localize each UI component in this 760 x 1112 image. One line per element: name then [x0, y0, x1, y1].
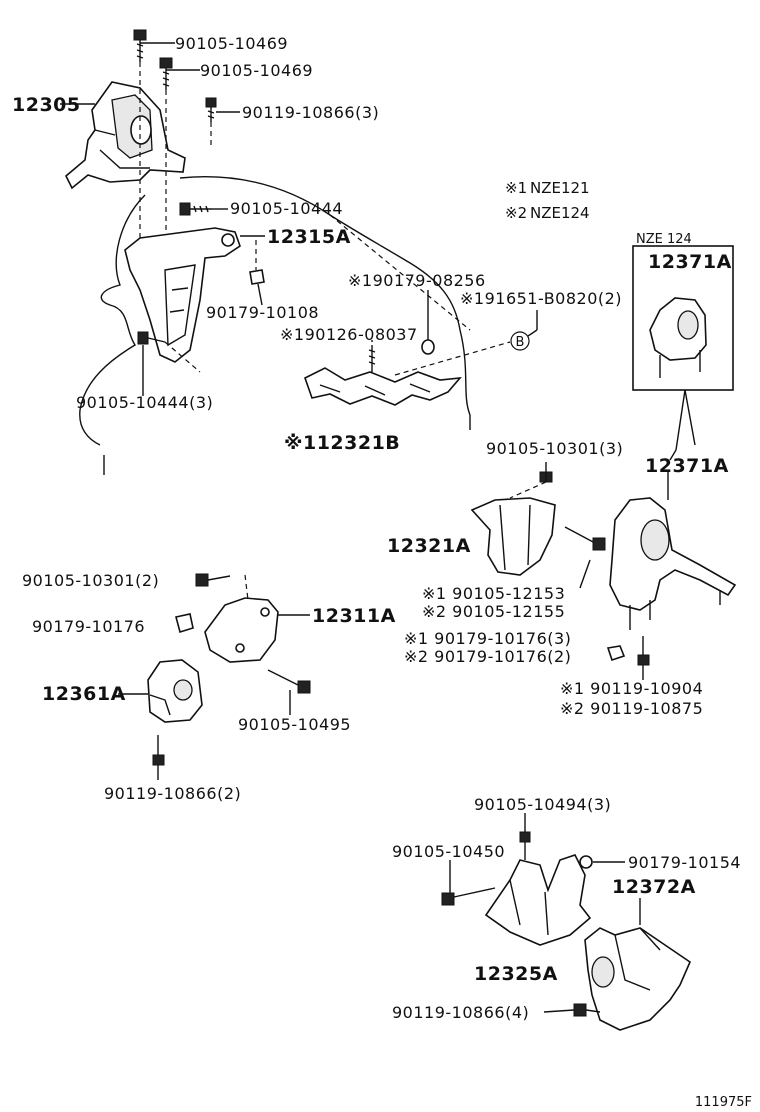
- label-90119-10904: ※1 90119-10904: [560, 679, 703, 698]
- label-90119-10866-2: 90119-10866(2): [104, 784, 241, 803]
- nut-90179-10108: [249, 269, 265, 285]
- stud-90126-08037: [368, 345, 376, 372]
- bolt-90119-10866-mid: [152, 735, 165, 766]
- label-12305: 12305: [12, 94, 81, 116]
- bolt-90105-10469-a: [133, 29, 147, 62]
- label-12315A: 12315A: [267, 226, 351, 248]
- mount-12371A: [609, 497, 737, 630]
- note-1-mark: ※1: [505, 179, 527, 197]
- bracket-12315A: [124, 227, 241, 363]
- label-90105-10495: 90105-10495: [238, 715, 351, 734]
- label-12325A: 12325A: [474, 963, 558, 985]
- label-12321A: 12321A: [387, 535, 471, 557]
- bolt-90105-10444-lower: [137, 331, 166, 345]
- label-12371A-inset: 12371A: [648, 251, 732, 273]
- label-90105-10444-3: 90105-10444(3): [76, 393, 213, 412]
- bolt-90119-10866-bottom: [573, 1003, 601, 1017]
- bolt-90119-10866-top: [205, 97, 217, 122]
- mount-12372A: [584, 927, 691, 1031]
- label-90126-08037: ※190126-08037: [280, 325, 418, 344]
- figure-code: 111975F: [695, 1095, 752, 1110]
- nut-90179-10176-left: [175, 613, 194, 634]
- label-90105-10469-b: 90105-10469: [200, 61, 313, 80]
- label-90105-10444: 90105-10444: [230, 199, 343, 218]
- inset-title: NZE 124: [636, 232, 692, 247]
- label-90179-10176: 90179-10176: [32, 617, 145, 636]
- nut-90179-10176-right: [606, 645, 626, 662]
- label-90179-10176-3: ※1 90179-10176(3): [404, 629, 571, 648]
- label-90119-10866-4: 90119-10866(4): [392, 1003, 529, 1022]
- callout-b-letter: B: [516, 335, 525, 350]
- bolt-90119-10904: [637, 636, 650, 666]
- bolt-90105-10301-right: [539, 462, 553, 483]
- label-12372A: 12372A: [612, 876, 696, 898]
- bracket-12321B: [304, 367, 462, 406]
- label-12361A: 12361A: [42, 683, 126, 705]
- engine-mount-12305: [65, 81, 186, 190]
- note-2-mark: ※2: [505, 204, 527, 222]
- label-90179-10108: 90179-10108: [206, 303, 319, 322]
- bolt-90105-10444-top: [179, 202, 212, 216]
- label-90105-10469-a: 90105-10469: [175, 34, 288, 53]
- label-90105-12155: ※2 90105-12155: [422, 602, 565, 621]
- label-90179-08256: ※190179-08256: [348, 271, 486, 290]
- label-12371A: 12371A: [645, 455, 729, 477]
- engine-outline: [79, 176, 471, 475]
- label-90105-12153: ※1 90105-12153: [422, 584, 565, 603]
- bracket-12325A: [484, 854, 592, 946]
- bolt-90105-10469-b: [159, 57, 173, 90]
- nut-90179-08256: [421, 339, 435, 355]
- bracket-12311A: [204, 597, 279, 663]
- callout-b-circle: [510, 331, 530, 351]
- label-90119-10866-3: 90119-10866(3): [242, 103, 379, 122]
- note-1-model: NZE121: [530, 179, 590, 197]
- label-90179-10176-2: ※2 90179-10176(2): [404, 647, 571, 666]
- label-90119-10875: ※2 90119-10875: [560, 699, 703, 718]
- bracket-12321A: [470, 497, 556, 576]
- label-12311A: 12311A: [312, 605, 396, 627]
- bolt-90105-10494: [519, 831, 531, 860]
- nut-90179-10154: [579, 855, 593, 869]
- bolt-90105-10450: [441, 887, 496, 906]
- label-12321B: ※112321B: [284, 432, 400, 454]
- inset-nze124: [632, 245, 734, 391]
- bolt-90105-12153: [564, 526, 606, 551]
- bolt-90105-10301-left: [195, 573, 231, 587]
- label-90105-10301-3: 90105-10301(3): [486, 439, 623, 458]
- bolt-90105-10495: [267, 669, 311, 694]
- label-90179-10154: 90179-10154: [628, 853, 741, 872]
- label-90105-10494-3: 90105-10494(3): [474, 795, 611, 814]
- label-90105-10450: 90105-10450: [392, 842, 505, 861]
- label-91651-B0820: ※191651-B0820(2): [460, 289, 622, 308]
- mount-12361A: [147, 659, 203, 723]
- note-2-model: NZE124: [530, 204, 590, 222]
- label-90105-10301-2: 90105-10301(2): [22, 571, 159, 590]
